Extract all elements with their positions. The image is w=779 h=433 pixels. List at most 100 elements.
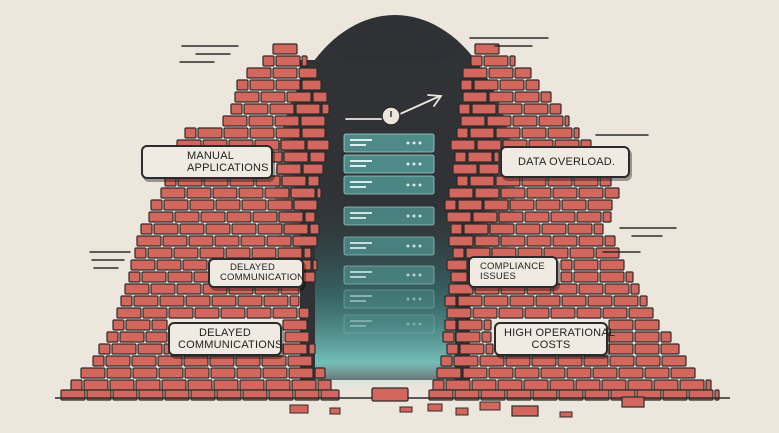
brick xyxy=(523,103,549,115)
brick xyxy=(116,307,142,319)
brick xyxy=(159,295,185,307)
brick xyxy=(493,151,500,163)
brick xyxy=(135,379,161,391)
brick xyxy=(248,115,274,127)
brick xyxy=(251,247,277,259)
brick xyxy=(222,115,248,127)
brick xyxy=(448,187,474,199)
brick xyxy=(599,259,625,271)
brick xyxy=(454,151,467,163)
brick xyxy=(472,211,498,223)
brick xyxy=(214,235,240,247)
brick xyxy=(457,199,483,211)
brick xyxy=(225,247,251,259)
brick xyxy=(521,127,547,139)
server-led xyxy=(412,183,416,187)
brick xyxy=(446,343,459,355)
brick xyxy=(601,379,627,391)
brick xyxy=(187,379,213,391)
brick xyxy=(200,211,226,223)
brick xyxy=(569,247,595,259)
brick xyxy=(249,127,275,139)
brick xyxy=(593,223,604,235)
brick xyxy=(130,259,156,271)
brick xyxy=(442,331,455,343)
brick xyxy=(541,223,567,235)
brick xyxy=(230,103,243,115)
brick xyxy=(540,367,566,379)
brick xyxy=(483,55,509,67)
brick xyxy=(125,319,151,331)
brick xyxy=(98,343,111,355)
brick xyxy=(262,367,288,379)
server-led xyxy=(412,162,416,166)
brick xyxy=(307,175,320,187)
circle-node-icon xyxy=(381,106,401,126)
brick xyxy=(462,67,488,79)
brick xyxy=(262,55,275,67)
brick xyxy=(552,235,578,247)
brick xyxy=(148,211,174,223)
server-led xyxy=(412,297,416,301)
brick xyxy=(552,187,578,199)
brick xyxy=(136,235,162,247)
brick xyxy=(505,355,531,367)
brick xyxy=(599,271,625,283)
brick xyxy=(538,115,564,127)
brick xyxy=(275,127,301,139)
motion-lines xyxy=(89,37,677,269)
brick xyxy=(188,235,214,247)
brick xyxy=(215,199,241,211)
server-panel xyxy=(343,154,435,174)
brick xyxy=(134,247,147,259)
server-line xyxy=(350,160,372,162)
brick xyxy=(578,283,604,295)
brick xyxy=(80,367,106,379)
brick xyxy=(257,223,283,235)
brick xyxy=(679,379,705,391)
brick xyxy=(197,127,223,139)
brick xyxy=(448,235,474,247)
brick xyxy=(288,367,314,379)
server-led xyxy=(418,183,422,187)
brick xyxy=(456,127,469,139)
server-line xyxy=(350,181,372,183)
brick xyxy=(486,115,512,127)
brick xyxy=(156,259,182,271)
brick xyxy=(446,259,468,271)
brick xyxy=(161,379,187,391)
label-manual-applications: MANUAL APPLICATIONS xyxy=(141,145,273,179)
brick xyxy=(467,151,493,163)
brick xyxy=(145,331,168,343)
brick xyxy=(483,295,509,307)
server-panel xyxy=(343,133,435,153)
brick xyxy=(444,319,457,331)
brick xyxy=(578,187,604,199)
brick xyxy=(557,355,583,367)
brick xyxy=(83,379,109,391)
brick xyxy=(592,367,618,379)
brick xyxy=(535,295,561,307)
brick xyxy=(316,187,322,199)
brick xyxy=(608,319,634,331)
brick xyxy=(226,211,252,223)
brick xyxy=(526,187,552,199)
brick xyxy=(298,307,310,319)
server-panel xyxy=(343,314,435,334)
brick xyxy=(474,187,500,199)
brick xyxy=(578,235,604,247)
brick xyxy=(237,295,263,307)
brick xyxy=(283,151,309,163)
brick xyxy=(573,127,580,139)
brick xyxy=(444,295,457,307)
server-line xyxy=(350,242,372,244)
server-line xyxy=(350,325,366,327)
brick xyxy=(639,295,648,307)
server-led xyxy=(418,141,422,145)
brick xyxy=(150,283,176,295)
server-line xyxy=(350,295,372,297)
ground xyxy=(55,387,730,418)
brick xyxy=(281,175,307,187)
brick xyxy=(524,211,550,223)
label-line: APPLICATIONS xyxy=(187,162,269,174)
